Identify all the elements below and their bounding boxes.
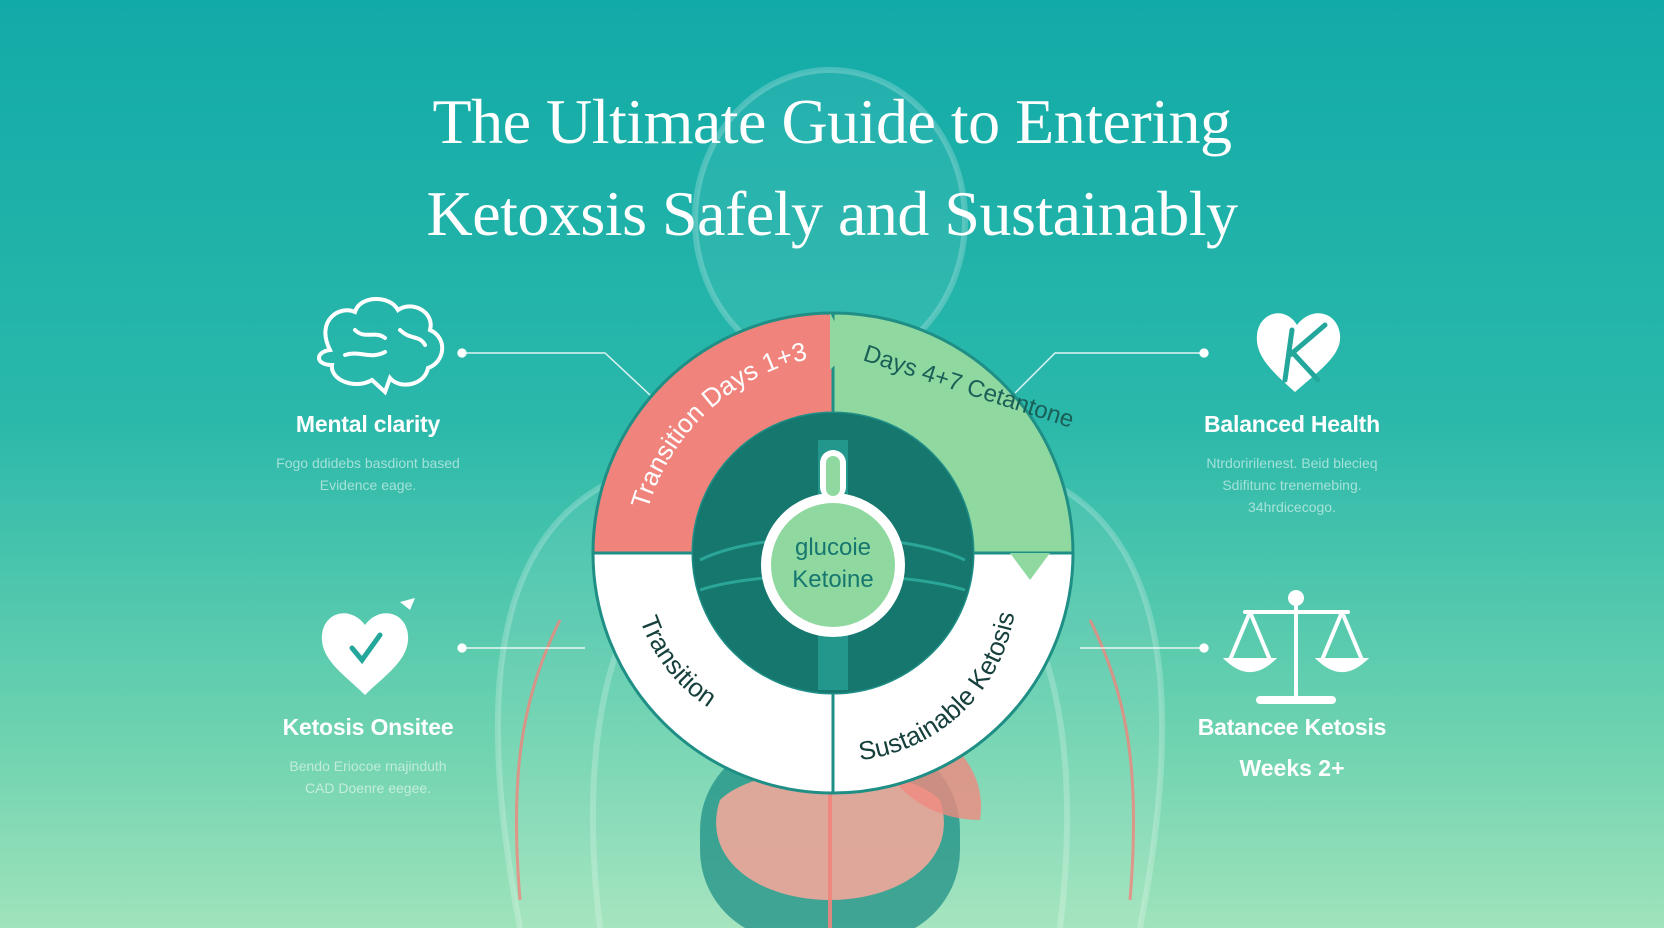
feature-label: Balanced Health xyxy=(1204,411,1380,437)
feature-timeframe: Weeks 2+ xyxy=(1239,755,1345,781)
feature-description: Fogo ddidebs basdiont based Evidence eag… xyxy=(248,452,488,496)
feature-description-line: Fogo ddidebs basdiont based xyxy=(276,455,460,471)
heart-check-icon xyxy=(321,598,415,695)
feature-description: Bendo Eriocoe rnajinduth CAD Doenre eege… xyxy=(248,755,488,799)
feature-description-line: CAD Doenre eegee. xyxy=(304,780,432,796)
feature-description: Ntrdoririlenest. Beid blecieq Sdifitunc … xyxy=(1172,452,1412,518)
feature-mental-clarity: Mental clarity Fogo ddidebs basdiont bas… xyxy=(248,411,488,496)
brain-icon xyxy=(317,297,445,396)
title-line-2: Ketoxsis Safely and Sustainably xyxy=(426,178,1238,249)
center-label-glucose: glucoie xyxy=(795,534,871,561)
feature-description-line: 34hrdicecogo. xyxy=(1248,499,1336,515)
page-title: The Ultimate Guide to Entering Ketoxsis … xyxy=(0,76,1664,260)
feature-ketosis-onset: Ketosis Onsitee Bendo Eriocoe rnajinduth… xyxy=(248,714,488,799)
feature-description-line: Sdifitunc trenemebing. xyxy=(1222,477,1362,493)
heart-k-icon xyxy=(1256,313,1341,392)
feature-description-line: Ntrdoririlenest. Beid blecieq xyxy=(1206,455,1378,471)
feature-description-line: Evidence eage. xyxy=(319,477,417,493)
feature-balanced-ketosis: Batancee Ketosis Weeks 2+ xyxy=(1172,714,1412,782)
title-line-1: The Ultimate Guide to Entering xyxy=(432,86,1233,157)
feature-label: Ketosis Onsitee xyxy=(282,714,454,740)
balance-scale-icon xyxy=(1222,590,1370,704)
connector-lines xyxy=(457,348,1209,653)
feature-label: Mental clarity xyxy=(295,411,441,437)
feature-label: Batancee Ketosis xyxy=(1197,714,1387,740)
center-label-ketone: Ketoine xyxy=(792,566,873,593)
feature-balanced-health: Balanced Health Ntrdoririlenest. Beid bl… xyxy=(1172,411,1412,518)
inner-disc xyxy=(693,413,973,693)
feature-description-line: Bendo Eriocoe rnajinduth xyxy=(289,758,447,774)
